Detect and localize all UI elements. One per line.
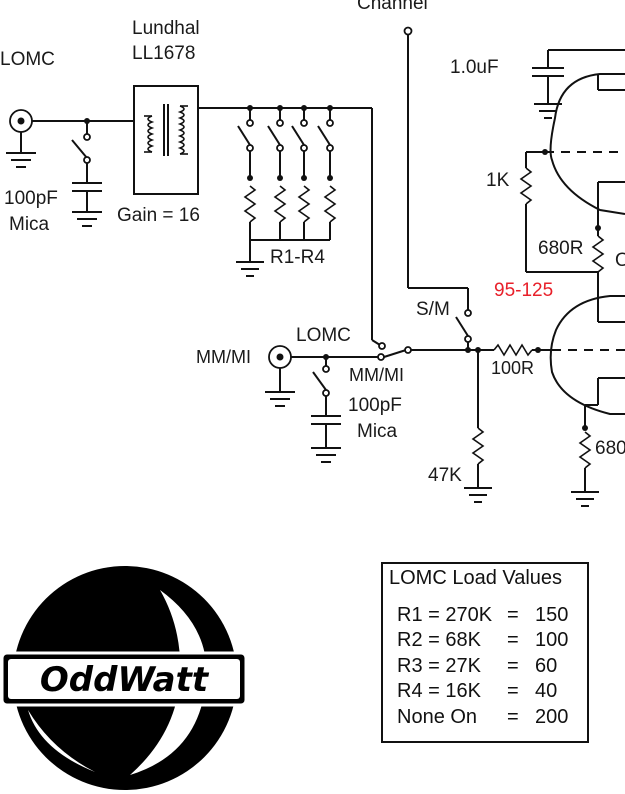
load-resistor-bank <box>236 108 337 277</box>
res-1k-label: 1K <box>486 170 510 191</box>
mm-mi-input-label: MM/MI <box>196 347 251 367</box>
load-row-eq: = <box>507 680 519 702</box>
mica2-bottom-label: Mica <box>357 421 398 442</box>
oddwatt-logo: OddWatt <box>0 566 248 790</box>
mm-mi-input-jack <box>265 345 295 407</box>
grid-leak-resistor <box>464 350 492 503</box>
logo-text: OddWatt <box>40 660 210 700</box>
channel-label: Channel <box>357 0 428 14</box>
res-680r-label: 680R <box>538 238 583 259</box>
res-680-cut-label: 680 <box>595 438 625 459</box>
load-row-value: 60 <box>535 655 558 677</box>
transformer-brand-label: Lundhal <box>132 18 200 39</box>
r1-r4-label: R1-R4 <box>270 247 325 268</box>
load-row-value: 150 <box>535 604 569 626</box>
red-value-label: 95-125 <box>494 280 553 301</box>
cathode-resistor <box>591 228 605 322</box>
coupling-capacitor <box>532 49 625 119</box>
feedback-resistor <box>519 151 598 273</box>
cap-value-label: 1.0uF <box>450 57 499 78</box>
load-table-title: LOMC Load Values <box>389 567 563 589</box>
lomc-input-label: LOMC <box>0 49 55 70</box>
upper-tube <box>542 73 625 231</box>
load-row-name: R4 = 16K <box>397 680 481 702</box>
mica-bottom-label: Mica <box>9 214 50 235</box>
mica-cap-switch <box>71 121 102 227</box>
mica-top-label: 100pF <box>4 188 58 209</box>
load-row-eq: = <box>507 604 519 626</box>
mica2-top-label: 100pF <box>348 395 402 416</box>
transformer <box>133 85 199 195</box>
mm-mi-switch-label: MM/MI <box>349 365 404 385</box>
load-row-name: R3 = 27K <box>397 655 481 677</box>
load-row-value: 200 <box>535 706 569 728</box>
lomc-switch-label: LOMC <box>296 325 351 346</box>
load-row-name: R2 = 68K <box>397 629 481 651</box>
load-row-value: 100 <box>535 629 569 651</box>
circuit-schematic: Channel LOMC Lundhal LL1678 1.0uF 100pF … <box>0 0 625 507</box>
load-row-eq: = <box>507 706 519 728</box>
sm-switch-label: S/M <box>416 299 450 320</box>
transformer-model-label: LL1678 <box>132 43 195 64</box>
mica-cap-switch-2 <box>311 357 341 463</box>
res-47k-label: 47K <box>428 465 462 486</box>
lomc-input-jack <box>9 109 33 153</box>
load-values-table: LOMC Load Values R1 = 270K = 150 R2 = 68… <box>381 562 589 743</box>
lower-cathode-resistor <box>571 405 599 507</box>
load-row-eq: = <box>507 629 519 651</box>
gain-label: Gain = 16 <box>117 205 200 226</box>
load-row-name: None On <box>397 706 478 728</box>
load-row-value: 40 <box>535 680 558 702</box>
res-100r-label: 100R <box>491 358 534 378</box>
lower-tube <box>549 295 625 415</box>
load-row-name: R1 = 270K <box>397 604 493 626</box>
load-row-eq: = <box>507 655 519 677</box>
ground-symbol <box>6 152 36 168</box>
grid-stopper-resistor <box>493 343 533 357</box>
cut-o-label: O <box>615 250 625 271</box>
